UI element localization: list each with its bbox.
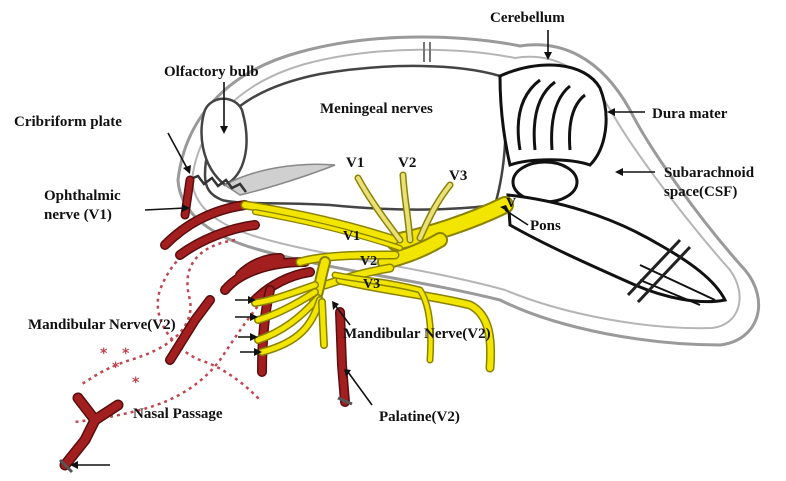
ophthalmic-arrow: [145, 208, 185, 210]
label-v2-top: V2: [398, 155, 416, 171]
label-v1-small: V1: [343, 229, 360, 244]
label-nasal-passage: Nasal Passage: [133, 406, 223, 422]
label-ophthalmic-line1: Ophthalmic: [44, 188, 121, 204]
star-marker: *: [112, 360, 120, 376]
label-v1-top: V1: [346, 155, 364, 171]
label-dura-mater: Dura mater: [652, 106, 728, 122]
label-cribriform-plate: Cribriform plate: [14, 114, 122, 130]
label-meningeal-nerves: Meningeal nerves: [320, 101, 433, 117]
label-v3-small: V3: [363, 277, 380, 292]
label-v2-small: V2: [360, 254, 377, 269]
label-subarachnoid-line2: space(CSF): [664, 184, 737, 200]
label-palatine: Palatine(V2): [379, 409, 460, 425]
palatine-arrow: [348, 372, 372, 405]
palatine-nerve-fill: [322, 302, 324, 345]
label-cerebellum: Cerebellum: [490, 10, 565, 26]
label-olfactory-bulb: Olfactory bulb: [164, 64, 259, 80]
label-mandibular-right: Mandibular Nerve(V2): [343, 326, 491, 342]
star-marker: *: [132, 375, 140, 391]
label-pons: Pons: [530, 218, 561, 234]
nasal-passage-dotted-vessel: [158, 225, 260, 400]
label-ophthalmic-line2: nerve (V1): [44, 207, 112, 223]
label-v-pons: V: [506, 196, 516, 211]
star-marker: *: [122, 346, 130, 362]
label-subarachnoid-line1: Subarachnoid: [664, 165, 755, 181]
mandibular-left-arrow: [235, 300, 256, 352]
label-mandibular-left: Mandibular Nerve(V2): [28, 317, 176, 333]
label-v3-top: V3: [449, 168, 467, 184]
star-marker: *: [100, 346, 108, 362]
